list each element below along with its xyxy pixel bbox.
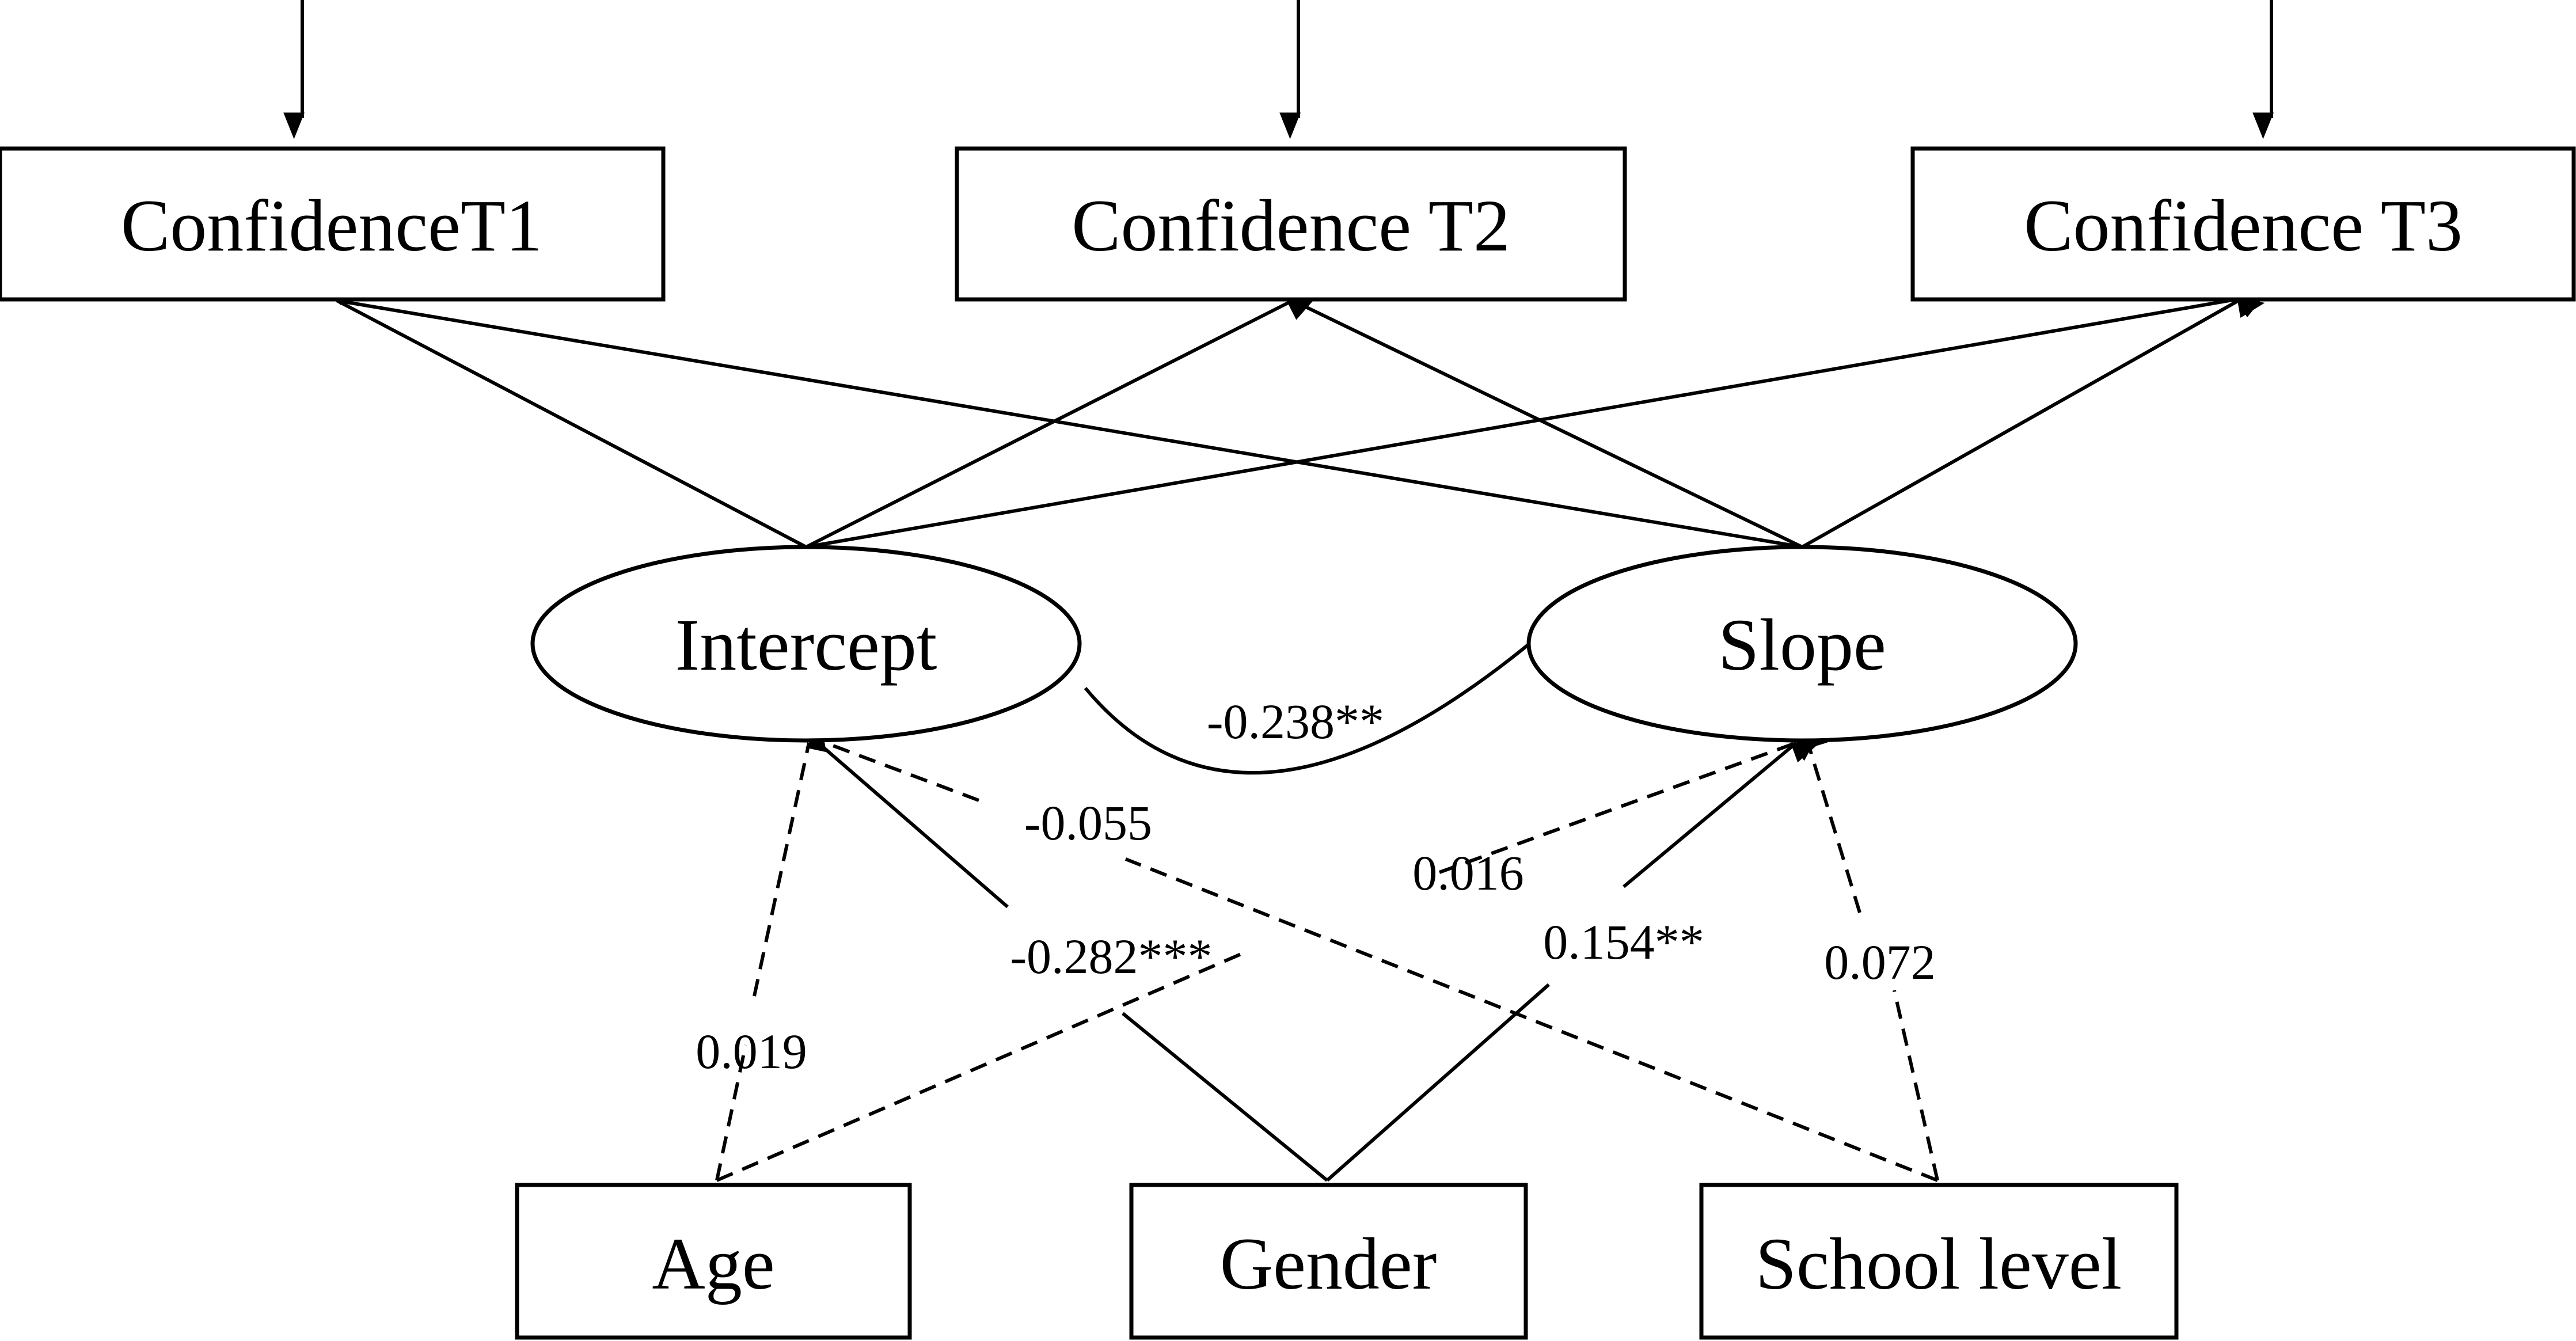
coef-school-intercept: -0.055	[1024, 795, 1152, 850]
loading-intercept-conf1	[322, 283, 807, 549]
node-label: ConfidenceT1	[121, 185, 542, 267]
covariates: Age Gender School level	[515, 1183, 2179, 1340]
regression-paths	[715, 720, 1939, 1182]
path-school-intercept	[800, 724, 980, 802]
coef-gender-slope: 0.154**	[1543, 914, 1704, 970]
node-school-level: School level	[1699, 1183, 2179, 1340]
node-label: School level	[1756, 1223, 2122, 1305]
node-confidence-t2: Confidence T2	[955, 146, 1627, 302]
node-label: Intercept	[675, 604, 937, 686]
loading-slope-conf3	[1801, 295, 2265, 549]
coef-school-slope: 0.072	[1824, 934, 1936, 990]
loading-paths	[317, 283, 2265, 549]
coef-age-slope: 0.016	[1412, 845, 1524, 901]
node-age: Age	[515, 1183, 912, 1340]
correlation-arc	[1084, 640, 1533, 775]
node-intercept: Intercept	[530, 545, 1082, 743]
path-gender-slope	[1326, 983, 1550, 1182]
correlation-label: -0.238**	[1207, 694, 1384, 749]
path-gender-slope	[1623, 735, 1818, 888]
path-school-slope	[1806, 720, 1861, 913]
coef-gender-intercept: -0.282***	[1010, 929, 1212, 984]
path-school-intercept	[1124, 857, 1939, 1182]
loading-slope-conf1	[317, 283, 1803, 549]
coef-age-intercept: 0.019	[696, 1024, 807, 1079]
latent-factors: Intercept Slope	[530, 545, 2078, 743]
node-label: Age	[652, 1223, 774, 1305]
residual-arrows	[283, 0, 2274, 139]
node-confidence-t3: Confidence T3	[1910, 146, 2576, 302]
path-age-slope	[716, 951, 1245, 1182]
node-label: Confidence T3	[2024, 185, 2463, 267]
path-age-intercept	[753, 724, 827, 997]
node-label: Confidence T2	[1072, 185, 1510, 267]
node-label: Gender	[1220, 1223, 1437, 1305]
node-label: Slope	[1718, 604, 1886, 686]
path-school-slope	[1893, 990, 1939, 1181]
loading-slope-conf2	[1277, 284, 1803, 549]
loading-intercept-conf2	[805, 298, 1316, 549]
path-age-slope	[1438, 741, 1819, 874]
loading-intercept-conf3	[806, 297, 2265, 549]
path-gender-intercept	[1122, 1012, 1328, 1182]
node-slope: Slope	[1526, 545, 2078, 743]
node-gender: Gender	[1129, 1183, 1528, 1340]
node-confidence-t1: ConfidenceT1	[0, 146, 666, 302]
path-age-intercept	[715, 1044, 747, 1181]
path-gender-intercept	[804, 720, 1009, 909]
observed-indicators: ConfidenceT1 Confidence T2 Confidence T3	[0, 146, 2576, 302]
coefficient-labels: 0.019 -0.282*** -0.055 0.016 0.154** 0.0…	[696, 795, 1936, 1079]
